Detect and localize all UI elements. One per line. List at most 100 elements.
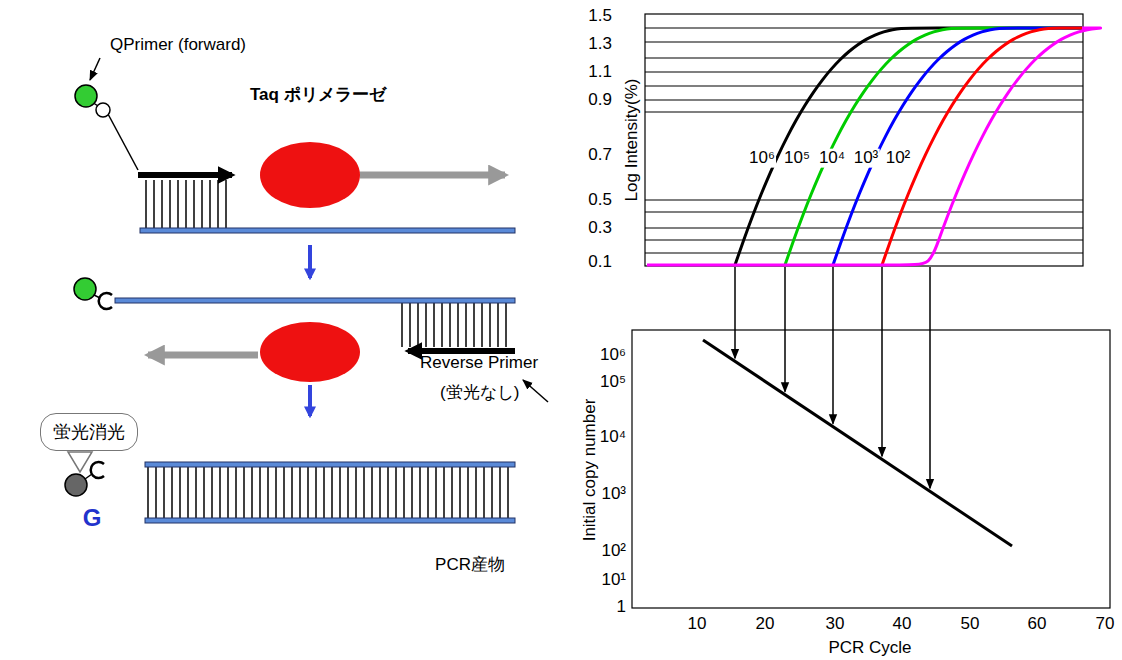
extension-arrow bbox=[360, 172, 505, 179]
base-pair bbox=[225, 180, 227, 228]
axis-title: Initial copy number bbox=[581, 399, 600, 542]
base-pair bbox=[451, 467, 453, 518]
grid-line bbox=[645, 111, 1083, 112]
base-pair bbox=[481, 303, 483, 347]
base-pair bbox=[307, 467, 309, 518]
fluorophore bbox=[75, 85, 97, 107]
base-pair bbox=[147, 467, 149, 518]
polymerase bbox=[260, 322, 360, 382]
tick-label: 1.3 bbox=[588, 35, 612, 54]
grid-line bbox=[645, 99, 1083, 100]
base-pair bbox=[209, 180, 211, 228]
base-pair bbox=[417, 303, 419, 347]
tick-label: 10⁵ bbox=[783, 149, 811, 168]
base-pair bbox=[185, 180, 187, 228]
tick-label: 0.7 bbox=[588, 146, 612, 165]
tick-label: 10³ bbox=[601, 485, 626, 504]
tick-label: 10⁴ bbox=[600, 428, 626, 447]
base-pair bbox=[203, 467, 205, 518]
base-pair bbox=[347, 467, 349, 518]
tick-label: 10² bbox=[601, 542, 626, 561]
tick-label: 10² bbox=[885, 149, 912, 168]
base-pair bbox=[465, 303, 467, 347]
annotation: Taq ポリメラーゼ bbox=[250, 86, 386, 105]
base-pair bbox=[195, 467, 197, 518]
base-pair bbox=[267, 467, 269, 518]
base-pair bbox=[259, 467, 261, 518]
product-strand bbox=[145, 518, 515, 523]
step-arrow bbox=[308, 245, 312, 278]
base-pair bbox=[403, 467, 405, 518]
fluorophore bbox=[74, 278, 96, 300]
base-pair bbox=[441, 303, 443, 347]
base-pair bbox=[363, 467, 365, 518]
base-pair bbox=[243, 467, 245, 518]
tick-label: 10³ bbox=[853, 149, 880, 168]
linker bbox=[108, 114, 138, 170]
tick-label: 0.3 bbox=[588, 219, 612, 238]
base-pair bbox=[427, 467, 429, 518]
grid-line bbox=[645, 57, 1083, 58]
tick-label: 0.9 bbox=[588, 91, 612, 110]
tick-label: 40 bbox=[893, 615, 912, 634]
base-pair bbox=[219, 467, 221, 518]
polymerase bbox=[260, 142, 360, 208]
base-pair bbox=[491, 467, 493, 518]
base-pair bbox=[179, 467, 181, 518]
base-pair bbox=[275, 467, 277, 518]
product-strand bbox=[145, 462, 515, 467]
annotation: (蛍光なし) bbox=[440, 384, 519, 403]
base-pair bbox=[505, 303, 507, 347]
threshold-arrow bbox=[929, 267, 931, 488]
chart-frame bbox=[632, 330, 1110, 608]
base-pair bbox=[425, 303, 427, 347]
grid-line bbox=[645, 211, 1083, 212]
annotation: PCR産物 bbox=[435, 556, 505, 575]
grid-line bbox=[645, 71, 1083, 72]
base-pair bbox=[433, 303, 435, 347]
amplification-curve bbox=[785, 28, 1082, 265]
base-pair bbox=[177, 180, 179, 228]
amplification-curve bbox=[647, 28, 1101, 265]
base-pair bbox=[371, 467, 373, 518]
base-pair bbox=[409, 303, 411, 347]
base-pair bbox=[323, 467, 325, 518]
base-pair bbox=[435, 467, 437, 518]
tick-label: 1 bbox=[617, 598, 626, 617]
template-strand bbox=[140, 228, 515, 233]
base-pair bbox=[227, 467, 229, 518]
base-pair bbox=[339, 467, 341, 518]
base-pair bbox=[449, 303, 451, 347]
annotation: G bbox=[83, 505, 102, 531]
tick-label: 1.5 bbox=[588, 7, 612, 26]
base-pair bbox=[169, 180, 171, 228]
tick-label: 10⁶ bbox=[748, 149, 776, 168]
base-pair bbox=[217, 180, 219, 228]
tick-label: 60 bbox=[1028, 615, 1047, 634]
axis-title: PCR Cycle bbox=[828, 639, 911, 658]
speech-bubble: 蛍光消光 bbox=[40, 413, 138, 451]
base-pair bbox=[291, 467, 293, 518]
amplification-curve bbox=[882, 28, 1082, 265]
base-pair bbox=[475, 467, 477, 518]
grid-line bbox=[645, 239, 1083, 240]
bubble-tail bbox=[68, 452, 92, 472]
tick-label: 10⁴ bbox=[818, 149, 846, 168]
nucleotide bbox=[91, 462, 104, 478]
forward-primer bbox=[138, 172, 232, 178]
tick-label: 30 bbox=[826, 615, 845, 634]
base-pair bbox=[483, 467, 485, 518]
tick-label: 10⁵ bbox=[600, 373, 626, 392]
step-arrow bbox=[308, 385, 312, 416]
base-pair bbox=[283, 467, 285, 518]
standard-curve bbox=[703, 340, 1012, 546]
base-pair bbox=[251, 467, 253, 518]
leader-line bbox=[523, 380, 548, 402]
base-pair bbox=[457, 303, 459, 347]
grid-line bbox=[645, 85, 1083, 86]
base-pair bbox=[489, 303, 491, 347]
base-pair bbox=[497, 303, 499, 347]
nucleotide bbox=[96, 103, 110, 117]
